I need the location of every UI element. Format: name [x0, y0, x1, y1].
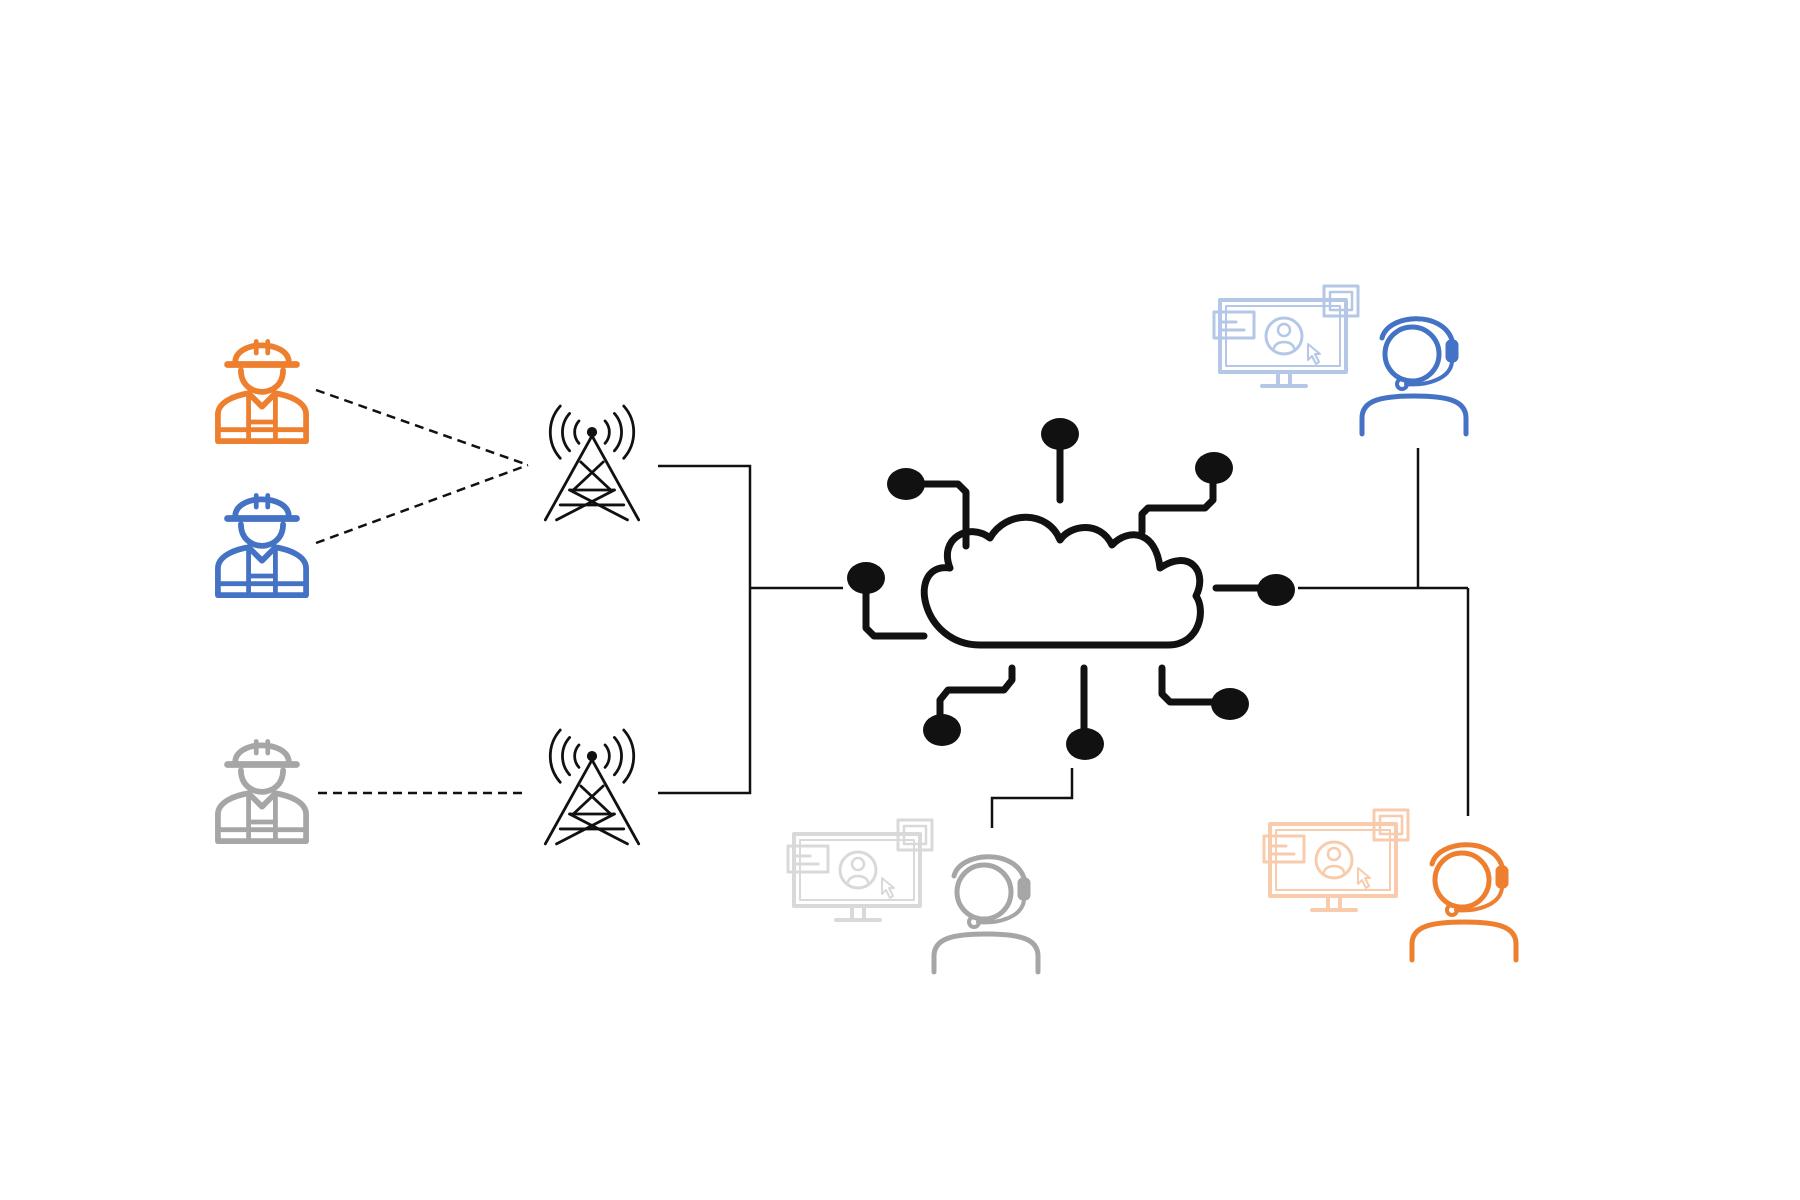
- node-top: [1041, 418, 1079, 450]
- node-bottom: [1066, 728, 1104, 760]
- construction-worker-icon: [218, 742, 306, 842]
- monitor-dashboard-icon: [1262, 808, 1410, 912]
- cell-tower-icon: [543, 404, 641, 522]
- node-left: [847, 562, 885, 594]
- tower-2-to-junction: [658, 588, 752, 795]
- circuit-bottom-left: [936, 664, 1016, 732]
- circuit-left: [862, 574, 928, 640]
- circuit-top-right: [1138, 464, 1217, 536]
- cloud-nodes: [847, 418, 1295, 760]
- monitor-dashboard-icon: [786, 818, 934, 922]
- construction-worker-icon: [218, 496, 306, 596]
- tower-1-to-junction: [658, 464, 752, 588]
- circuit-bottom-right: [1158, 664, 1230, 706]
- headset-operator-icon: [934, 857, 1038, 972]
- cell-tower-icon: [543, 728, 641, 846]
- circuit-top-left: [899, 480, 970, 550]
- dashed-link-worker-2: [315, 463, 529, 545]
- headset-operator-icon: [1362, 319, 1466, 434]
- headset-operator-icon: [1412, 845, 1516, 960]
- dashed-link-worker-1: [315, 388, 529, 467]
- node-bottom-left: [923, 714, 961, 746]
- cloud-outline: [920, 513, 1204, 649]
- node-right: [1257, 574, 1295, 606]
- cloud-network-icon: [920, 513, 1204, 649]
- node-top-right: [1195, 452, 1233, 484]
- monitor-dashboard-icon: [1212, 284, 1360, 388]
- construction-worker-icon: [218, 342, 306, 442]
- node-bottom-right: [1211, 688, 1249, 720]
- node-top-left: [887, 468, 925, 500]
- connection-links: [315, 388, 1470, 828]
- link-gray-operator: [990, 768, 1074, 828]
